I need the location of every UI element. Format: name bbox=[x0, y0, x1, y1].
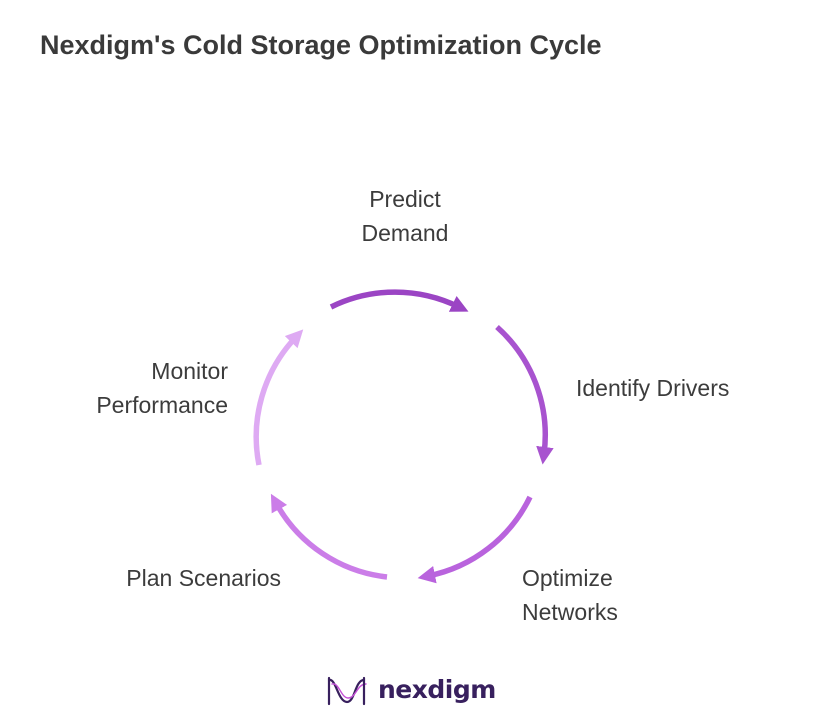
arrow-predict-to-identify bbox=[329, 289, 469, 312]
stage-label-line: Plan Scenarios bbox=[126, 565, 281, 591]
nexdigm-logo-mark bbox=[327, 676, 367, 706]
stage-label-optimize-networks: Optimize Networks bbox=[522, 561, 618, 629]
arrow-monitor-to-predict bbox=[253, 329, 304, 466]
stage-label-line: Predict bbox=[369, 186, 441, 212]
diagram-title: Nexdigm's Cold Storage Optimization Cycl… bbox=[40, 30, 602, 60]
stage-label-monitor-performance: Monitor Performance bbox=[30, 354, 228, 422]
stage-label-line: Identify Drivers bbox=[576, 375, 730, 401]
stage-label-line: Networks bbox=[522, 599, 618, 625]
arrow-identify-to-optimize bbox=[495, 324, 554, 465]
stage-label-plan-scenarios: Plan Scenarios bbox=[60, 561, 281, 595]
stage-label-line: Optimize bbox=[522, 565, 613, 591]
stage-label-line: Demand bbox=[361, 220, 449, 246]
stage-label-line: Performance bbox=[96, 392, 228, 418]
arrow-plan-to-monitor bbox=[270, 493, 388, 580]
nexdigm-logo-text: nexdigm bbox=[378, 675, 496, 704]
stage-label-predict-demand: Predict Demand bbox=[330, 182, 480, 250]
arrow-optimize-to-plan bbox=[417, 495, 533, 584]
stage-label-line: Monitor bbox=[151, 358, 228, 384]
stage-label-identify-drivers: Identify Drivers bbox=[576, 371, 729, 405]
